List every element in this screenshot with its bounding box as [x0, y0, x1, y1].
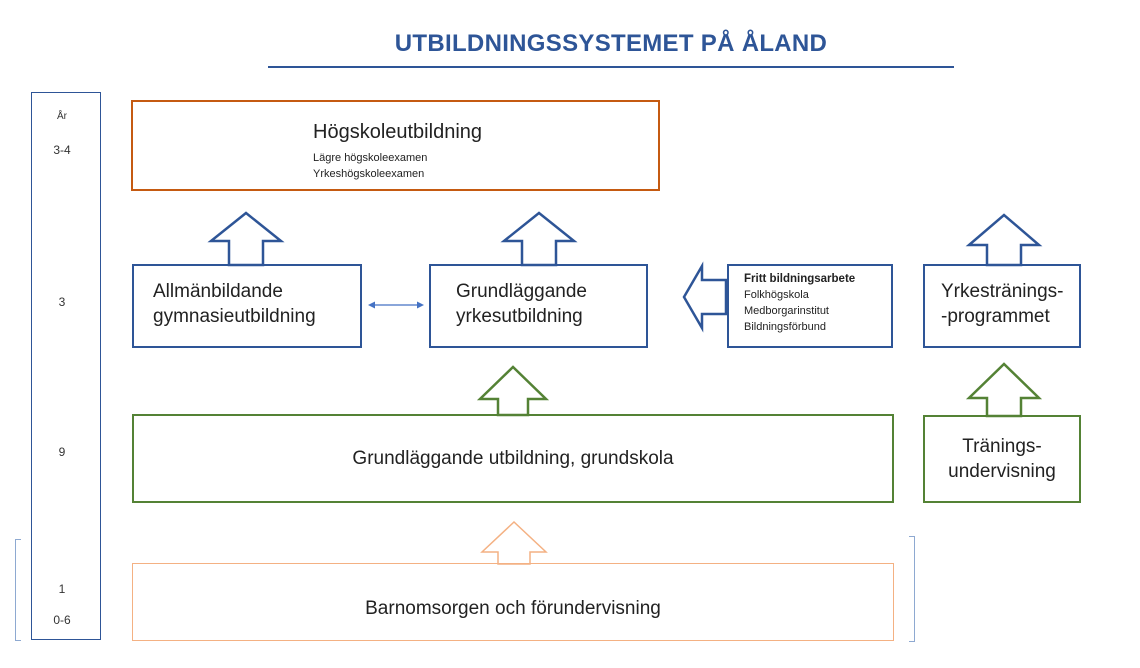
yrkes-text: Grundläggande yrkesutbildning	[456, 279, 587, 329]
fritt-item: Medborgarinstitut	[744, 305, 829, 317]
double-arrow-left-head	[368, 301, 375, 309]
allman-text: Allmänbildande gymnasieutbildning	[153, 279, 316, 329]
allman-line1: Allmänbildande	[153, 281, 283, 302]
arrow-yrkes-to-hogskola	[500, 211, 578, 267]
year-column: År 3-4 3 9 1 0-6	[31, 92, 101, 640]
allman-line2: gymnasieutbildning	[153, 306, 316, 327]
yrkes-line1: Grundläggande	[456, 281, 587, 302]
arrow-fritt-to-yrkes	[682, 261, 728, 333]
year-preschool: 1	[58, 582, 66, 596]
yrkes-line2: yrkesutbildning	[456, 306, 583, 327]
traning-box: Tränings- undervisning	[923, 415, 1081, 503]
year-header: År	[57, 111, 67, 122]
fritt-item: Folkhögskola	[744, 289, 809, 301]
year-childcare: 0-6	[53, 613, 71, 627]
yrkestraning-box: Yrkestränings- -programmet	[923, 264, 1081, 348]
diagram-title: UTBILDNINGSSYSTEMET PÅ ÅLAND	[394, 30, 828, 57]
hogskola-item: Yrkeshögskoleexamen	[313, 168, 425, 180]
arrow-allman-to-hogskola	[207, 211, 285, 267]
yrkes-box: Grundläggande yrkesutbildning	[429, 264, 648, 348]
title-underline	[268, 66, 954, 68]
barnomsorg-box: Barnomsorgen och förundervisning	[132, 563, 894, 641]
grundskola-label: Grundläggande utbildning, grundskola	[352, 448, 674, 469]
yrkestraning-line2: -programmet	[941, 306, 1050, 327]
grundskola-box: Grundläggande utbildning, grundskola	[132, 414, 894, 503]
year-basic: 9	[58, 445, 66, 459]
hogskola-item: Lägre högskoleexamen	[313, 152, 428, 164]
arrow-grundskola-to-yrkes	[476, 365, 550, 417]
year-secondary: 3	[58, 295, 66, 309]
barnomsorg-label: Barnomsorgen och förundervisning	[365, 598, 661, 619]
year-higher: 3-4	[53, 143, 71, 157]
hogskola-box: Högskoleutbildning Lägre högskoleexamen …	[131, 100, 660, 191]
arrow-barnomsorg-to-grundskola	[480, 520, 548, 565]
double-arrow-right-head	[417, 301, 424, 309]
fritt-text: Fritt bildningsarbete Folkhögskola Medbo…	[744, 271, 855, 335]
arrow-traning-to-yrkestraning	[965, 362, 1043, 418]
bracket-left	[15, 539, 21, 641]
allman-box: Allmänbildande gymnasieutbildning	[132, 264, 362, 348]
hogskola-title: Högskoleutbildning	[313, 121, 483, 143]
traning-line1: Tränings-	[962, 436, 1042, 457]
arrow-yrkestraning-up	[965, 213, 1043, 267]
fritt-item: Bildningsförbund	[744, 321, 826, 333]
fritt-box: Fritt bildningsarbete Folkhögskola Medbo…	[727, 264, 893, 348]
fritt-title: Fritt bildningsarbete	[744, 273, 856, 285]
yrkestraning-text: Yrkestränings- -programmet	[941, 279, 1064, 329]
bracket-right	[909, 536, 915, 642]
traning-line2: undervisning	[948, 461, 1056, 482]
traning-text: Tränings- undervisning	[925, 434, 1079, 484]
yrkestraning-line1: Yrkestränings-	[941, 281, 1064, 302]
